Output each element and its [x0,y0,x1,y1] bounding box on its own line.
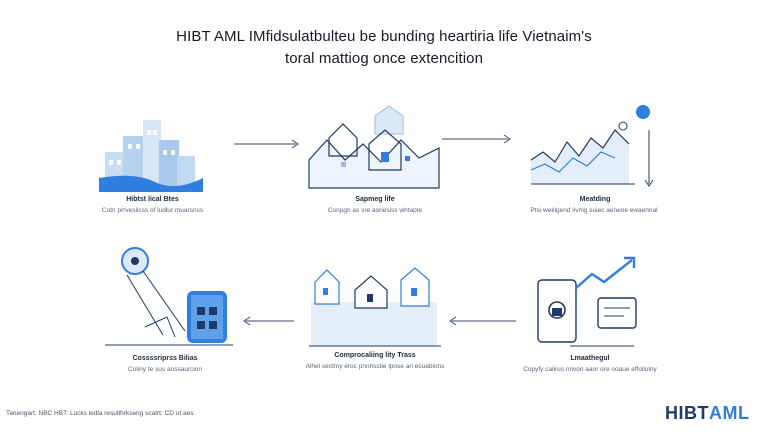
arrow-right-icon [442,134,511,144]
step-1-label: Hibtst lical Btes [126,196,179,203]
step-1-desc: Cotn prrveslicss of ludlur muarsnss [101,207,204,214]
title-line-2: toral mattiog once extencition [284,50,484,67]
trend-arrow-icon [537,256,637,347]
arrow-left-icon [243,316,294,326]
step-6-desc: Copyfy calirus nnvon aaor ore ooaue effo… [523,366,657,373]
footer-note: Tanengart: NBC HBT: Lucks ledla resulthr… [6,410,194,417]
title-line-1: HIBT AML IMfidsulatbulteu be bunding hea… [176,28,592,45]
line-chart-icon [530,105,654,187]
brand-logo: HIBTAML [665,403,750,424]
logo-part-1: HIBT [665,403,709,423]
step-3-desc: Ptsi weklgend livmg suiec aeneoe ewaenna… [530,207,658,214]
houses-mountain-icon [308,105,440,189]
step-5-label: Comprocaliing lity Trass [334,352,416,359]
step-4-label: Cossssriprss Bilias [132,355,198,362]
house-row-icon [309,267,441,347]
step-4-desc: Coliny te sus aossaurcion [127,366,203,373]
solar-tower-icon [105,247,233,346]
step-3-label: Meatding [579,196,611,203]
arrow-left-icon [449,316,516,326]
step-5-desc: Alhei sectmy eroc pnnnsstie lpose an ecu… [305,363,445,370]
step-2-label: Sapmeg life [355,196,395,203]
step-6-label: Lmaathegul [570,355,610,362]
buildings-icon [99,120,203,192]
arrow-right-icon [234,139,299,149]
step-2-desc: Conpgn as sre aoriesiss whtapte [327,207,423,214]
logo-part-2: AML [709,403,750,423]
